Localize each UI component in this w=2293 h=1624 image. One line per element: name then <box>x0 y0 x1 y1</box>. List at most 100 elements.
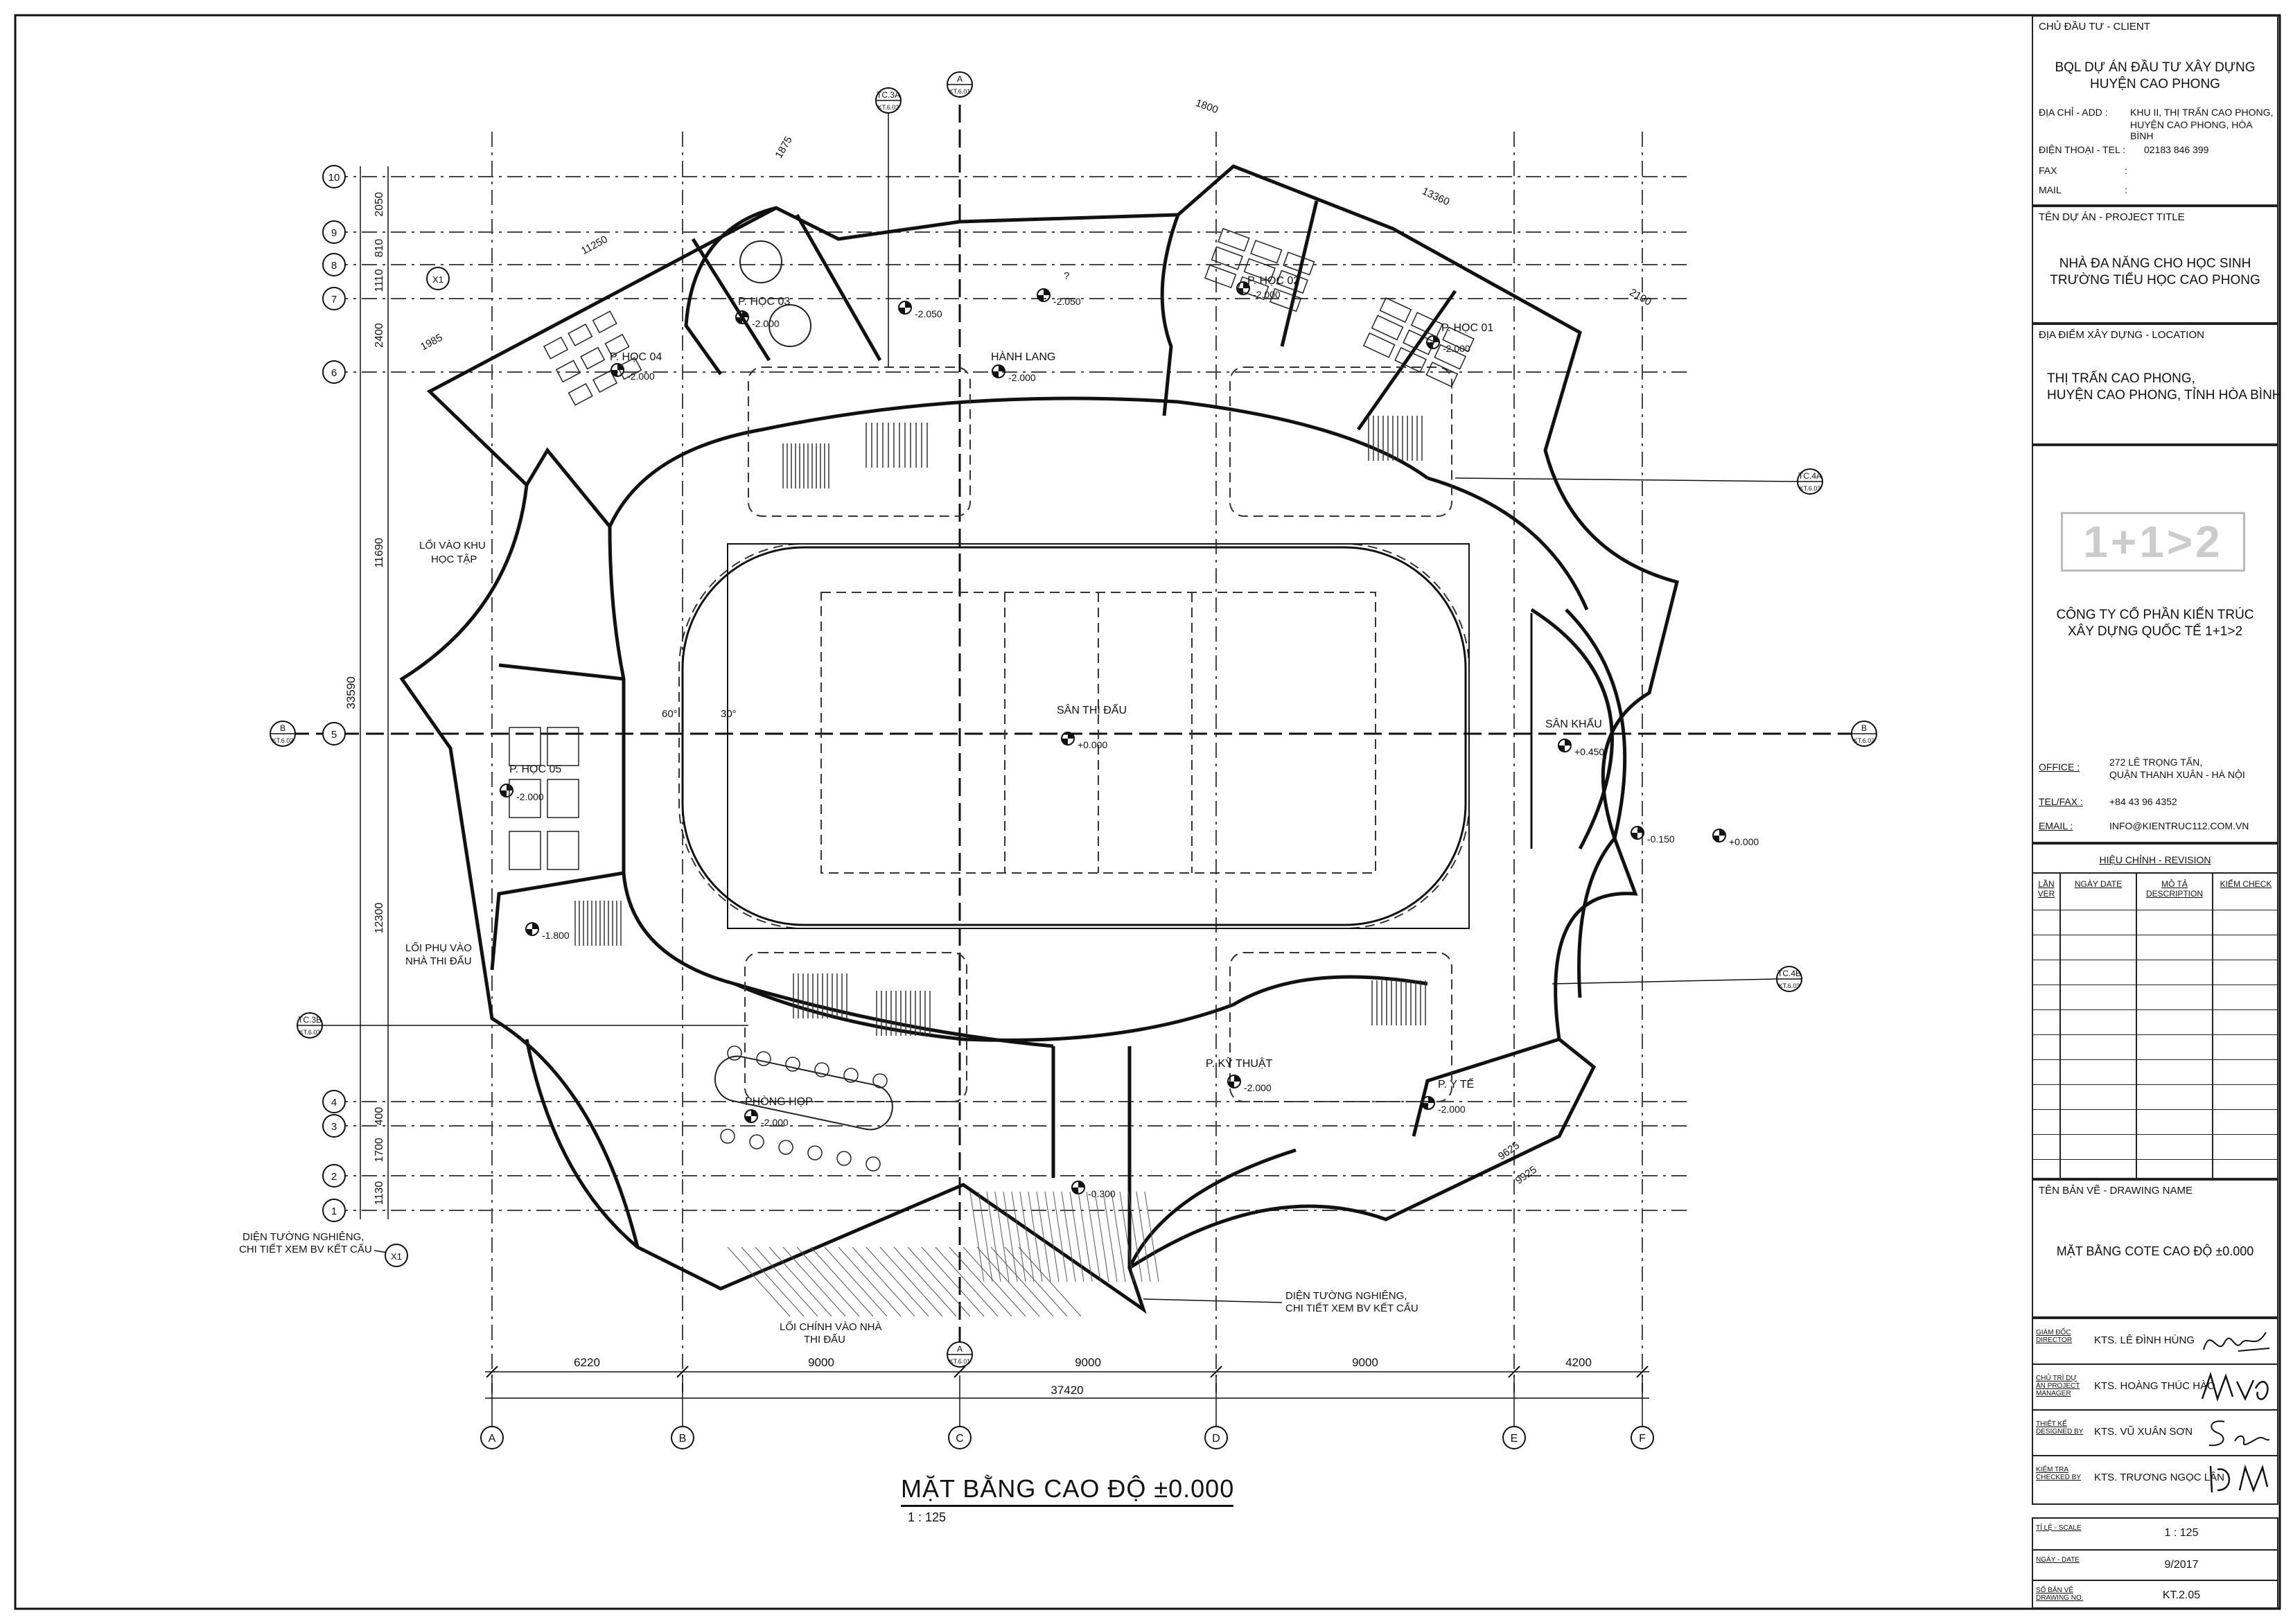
dim-misc: 2100 <box>1628 286 1653 308</box>
grid-bubble-col <box>671 1426 694 1449</box>
date-row: NGÀY - DATE 9/2017 <box>2033 1549 2277 1581</box>
desk <box>592 370 618 393</box>
round-table <box>739 240 782 283</box>
desk <box>1371 315 1404 341</box>
room-label-phong-hoc-01: P. HỌC 01 <box>1441 322 1493 334</box>
desk <box>1434 344 1467 370</box>
email-label: EMAIL : <box>2039 820 2073 831</box>
paving-hatch <box>949 1246 1012 1317</box>
sheet-border <box>14 14 2281 1610</box>
dim-misc: 13360 <box>1420 185 1451 208</box>
level-value: +0.000 <box>1729 836 1759 847</box>
dim-left: 2400 <box>374 323 385 348</box>
section-a-bottom-ref: KT.6.01 <box>949 1358 971 1365</box>
desk <box>1410 312 1443 338</box>
section-tc3a-ref: KT.6.03 <box>878 104 899 111</box>
level-marker-fill <box>1062 732 1074 745</box>
level-marker-fill <box>1422 1097 1434 1109</box>
dim-left: 400 <box>374 1107 385 1126</box>
dim-tick <box>954 1366 966 1378</box>
paving-hatch <box>1028 1191 1043 1282</box>
section-tc4a-leader <box>1455 477 1798 482</box>
dim-misc: 1875 <box>773 134 794 160</box>
sig-design-label: THIẾT KẾ DESIGNED BY <box>2036 1420 2084 1436</box>
dwgno-value: KT.2.05 <box>2162 1589 2201 1601</box>
desk <box>1425 362 1459 388</box>
desk <box>1442 326 1475 353</box>
level-value: -2.000 <box>627 371 655 382</box>
dim-misc: 11250 <box>579 233 610 257</box>
grid-bubble-row <box>322 253 346 276</box>
grid-col-label: E <box>1511 1433 1518 1445</box>
level-value: +0.450 <box>1574 746 1604 757</box>
level-marker-fill <box>992 365 1005 378</box>
paving-hatch <box>1019 1191 1035 1282</box>
grid-col-label: A <box>489 1433 496 1445</box>
revision-row-line <box>2033 1059 2278 1060</box>
location-2: HUYỆN CAO PHONG, TỈNH HÒA BÌNH <box>2047 388 2282 403</box>
office-label: OFFICE : <box>2039 761 2080 773</box>
section-tc4b-label: TC.4B <box>1777 969 1801 978</box>
dim-left: 810 <box>374 239 385 258</box>
desk <box>1394 346 1427 373</box>
sig-check-row: KIỂM TRA CHECKED BY KTS. TRƯƠNG NGỌC LÂN <box>2033 1455 2277 1502</box>
section-tc4b-leader <box>1552 978 1777 985</box>
level-marker-fill <box>1228 1075 1240 1088</box>
paving-hatch <box>893 1246 957 1317</box>
scale-value: 1 : 125 <box>2164 1527 2199 1539</box>
paving-hatch <box>755 1246 818 1317</box>
dim-left: 12300 <box>374 903 385 934</box>
desk <box>509 779 541 818</box>
dim-tick <box>1210 1366 1222 1378</box>
level-value: -0.300 <box>1088 1188 1116 1199</box>
project-header: TÊN DỰ ÁN - PROJECT TITLE <box>2039 211 2185 223</box>
room-label-san-thi-dau: SÂN THI ĐẤU <box>1057 703 1127 716</box>
grid-bubble-row <box>322 722 346 745</box>
dim-tick <box>676 1366 689 1378</box>
client-name-1: BQL DỰ ÁN ĐẦU TƯ XÂY DỰNG <box>2055 60 2256 75</box>
plan-title-underline <box>901 1505 1233 1507</box>
note-angle-1: 60° <box>662 708 678 720</box>
paving-hatch <box>1136 1191 1151 1282</box>
grid-bubble-row <box>322 360 346 384</box>
dim-misc: 1985 <box>419 332 444 353</box>
grid-bubble-row <box>322 1199 346 1222</box>
revision-header: HIỆU CHỈNH - REVISION <box>2099 854 2211 865</box>
paving-hatch <box>1119 1191 1134 1282</box>
revision-row-line <box>2033 1134 2278 1135</box>
email-value: INFO@KIENTRUC112.COM.VN <box>2109 820 2249 831</box>
chair <box>727 1045 742 1061</box>
paving-hatch <box>969 1191 985 1282</box>
scale-label: TỈ LỆ - SCALE <box>2036 1524 2082 1532</box>
signature-check <box>2209 1464 2269 1493</box>
chair <box>807 1145 823 1160</box>
level-marker-fill <box>1558 739 1571 752</box>
paving-hatch <box>838 1246 902 1317</box>
level-value: -0.150 <box>1647 833 1675 845</box>
sig-check-label: KIỂM TRA CHECKED BY <box>2036 1466 2082 1481</box>
chair <box>836 1151 852 1166</box>
revision-row-line <box>2033 1009 2278 1010</box>
desk <box>592 310 617 334</box>
dim-misc: 1800 <box>1194 97 1220 116</box>
paving-hatch <box>935 1246 999 1317</box>
desk <box>1237 276 1270 301</box>
level-value: +0.000 <box>1078 739 1107 750</box>
address-2: HUYỆN CAO PHONG, HÒA BÌNH <box>2130 119 2252 141</box>
chair <box>778 1140 793 1155</box>
section-b-left-label: B <box>280 723 285 733</box>
sig-director-row: GIÁM ĐỐC DIRECTOR KTS. LÊ ĐÌNH HÙNG <box>2033 1318 2277 1365</box>
dim-bottom: 9000 <box>1352 1356 1378 1369</box>
company-box: 1+1>2 CÔNG TY CỔ PHẦN KIẾN TRÚC XÂY DỰNG… <box>2032 445 2278 843</box>
room-label-p-ky-thuat: P. KỸ THUẬT <box>1206 1056 1273 1070</box>
drawing-name: MẶT BẰNG COTE CAO ĐỘ ±0.000 <box>2056 1244 2254 1258</box>
paving-hatch <box>990 1246 1054 1317</box>
grid-lines <box>333 132 1691 1393</box>
client-header: CHỦ ĐẦU TƯ - CLIENT <box>2039 21 2150 33</box>
paving-hatch <box>879 1246 943 1317</box>
client-box: CHỦ ĐẦU TƯ - CLIENT BQL DỰ ÁN ĐẦU TƯ XÂY… <box>2032 15 2278 206</box>
chair <box>749 1134 764 1149</box>
level-value: -2.000 <box>1438 1104 1466 1115</box>
main-axes <box>291 80 1871 1365</box>
